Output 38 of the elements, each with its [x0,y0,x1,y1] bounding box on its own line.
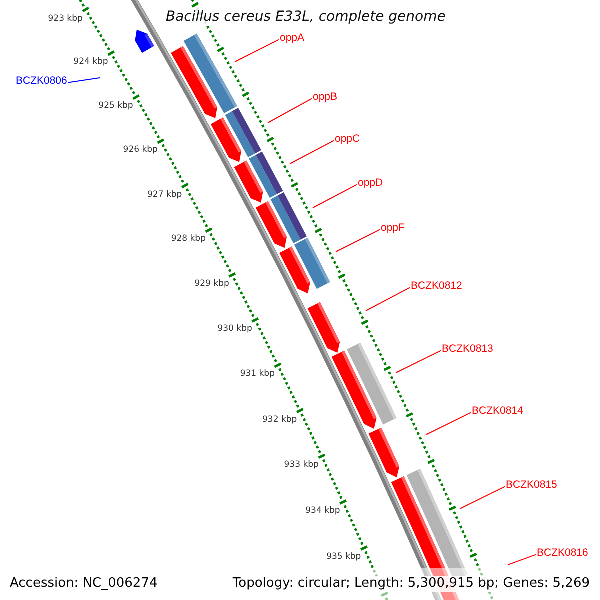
gene-label: BCZK0806 [16,75,68,88]
scale-label: 923 kbp [48,14,83,24]
gene-label: BCZK0816 [537,547,588,560]
leader-line [68,78,100,84]
gene-label: oppA [280,32,305,45]
accession-label: Accession: NC_006274 [10,576,158,592]
scale-label: 927 kbp [148,190,182,200]
leader-line [234,39,280,62]
scale-label: 932 kbp [262,414,298,425]
leader-line [312,184,358,208]
leader-line [396,350,442,374]
map-title: Bacillus cereus E33L, complete genome [166,8,446,26]
scale-label: 926 kbp [123,145,158,156]
scale-label: 933 kbp [284,460,319,470]
gene-label: oppB [313,91,338,104]
scale-label: 935 kbp [326,552,362,562]
scale-label: 930 kbp [218,324,252,334]
gene-label: BCZK0814 [472,405,524,418]
scale-label: 924 kbp [74,57,108,68]
gene-label: oppC [335,133,360,146]
gene-label: oppD [358,177,384,190]
scale-label: 928 kbp [171,234,206,244]
leader-line [366,287,410,312]
leader-line [460,486,506,510]
scale-label: 925 kbp [98,101,134,112]
gene-label: BCZK0812 [411,280,462,293]
leader-line [508,554,536,566]
leader-line [268,98,312,124]
topology-label: Topology: circular; Length: 5,300,915 bp; Genes: 5,269 [232,576,590,592]
leader-line [426,412,472,436]
leader-line [336,229,380,252]
gene-label: BCZK0813 [442,343,494,356]
gene-label: BCZK0815 [506,479,558,492]
leader-line [290,140,334,164]
scale-label: 934 kbp [306,506,340,516]
gene-label: oppF [381,222,405,235]
scale-label: 929 kbp [194,279,230,290]
scale-label: 931 kbp [240,369,275,380]
